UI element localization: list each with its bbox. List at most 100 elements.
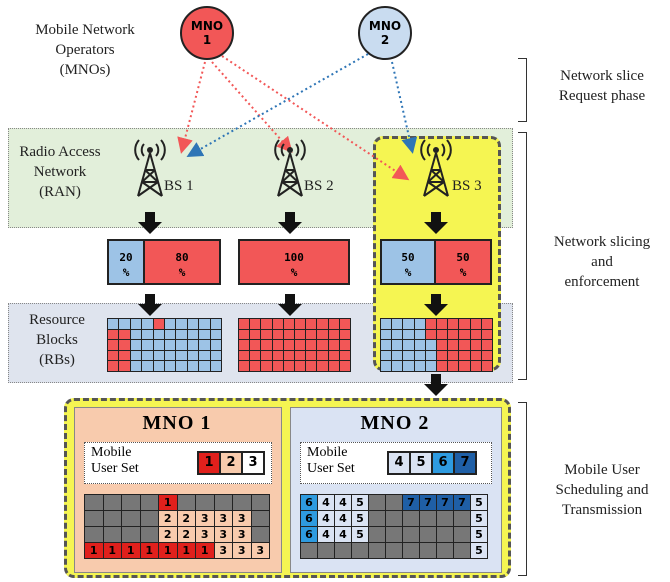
down-arrow-bs1-b xyxy=(138,294,162,316)
schedule-cell xyxy=(102,526,122,543)
schedule-cell: 1 xyxy=(139,542,159,559)
schedule-cell: 1 xyxy=(121,542,141,559)
down-arrows xyxy=(138,212,448,396)
mno1-to-bs3-arrow xyxy=(221,55,410,181)
schedule-cell: 4 xyxy=(317,526,335,543)
bs2-label: BS 2 xyxy=(304,178,334,194)
schedule-cell xyxy=(368,526,386,543)
user-1-chip: 1 xyxy=(199,453,221,473)
schedule-cell: 3 xyxy=(232,510,252,527)
schedule-cell: 5 xyxy=(470,542,488,559)
schedule-cell xyxy=(84,526,104,543)
schedule-cell xyxy=(436,510,454,527)
schedule-cell xyxy=(453,542,471,559)
schedule-cell xyxy=(102,494,122,511)
schedule-cell xyxy=(84,510,104,527)
schedule-cell xyxy=(250,510,270,527)
schedule-cell xyxy=(453,510,471,527)
schedule-cell xyxy=(121,526,141,543)
resource-block xyxy=(209,360,222,372)
down-arrow-bs3-b xyxy=(424,294,448,316)
schedule-cell xyxy=(176,494,196,511)
schedule-cell: 4 xyxy=(317,510,335,527)
user-7-chip: 7 xyxy=(455,453,475,473)
schedule-cell xyxy=(250,494,270,511)
schedule-cell: 3 xyxy=(232,526,252,543)
schedule-cell xyxy=(402,542,420,559)
schedule-cell: 5 xyxy=(351,494,369,511)
mno2-to-bs3-arrow xyxy=(391,61,418,154)
schedule-cell: 1 xyxy=(84,542,104,559)
tower-icon-bs2 xyxy=(274,139,306,197)
schedule-cell xyxy=(213,494,233,511)
schedule-cell xyxy=(368,510,386,527)
slice-bs3-mno2: 50% xyxy=(380,239,436,285)
schedule-cell: 2 xyxy=(176,510,196,527)
schedule-cell: 1 xyxy=(176,542,196,559)
schedule-cell xyxy=(121,510,141,527)
schedule-cell: 3 xyxy=(232,542,252,559)
slice-bs1-mno1: 80% xyxy=(143,239,221,285)
resource-block xyxy=(338,360,351,372)
schedule-cell: 6 xyxy=(300,510,318,527)
schedule-cell: 1 xyxy=(195,542,215,559)
schedule-cell: 3 xyxy=(213,542,233,559)
mno2-title: MNO 2 xyxy=(360,412,430,434)
bs1-label: BS 1 xyxy=(164,178,194,194)
schedule-cell xyxy=(139,494,159,511)
schedule-cell xyxy=(121,494,141,511)
schedule-cell: 3 xyxy=(213,510,233,527)
schedule-cell: 7 xyxy=(453,494,471,511)
user-5-chip: 5 xyxy=(411,453,433,473)
schedule-cell: 1 xyxy=(158,494,178,511)
schedule-cell xyxy=(300,542,318,559)
phase1-brace xyxy=(518,58,527,122)
schedule-cell xyxy=(139,526,159,543)
user-3-chip: 3 xyxy=(243,453,263,473)
schedule-cell: 7 xyxy=(436,494,454,511)
schedule-cell xyxy=(385,526,403,543)
user-6-chip: 6 xyxy=(433,453,455,473)
schedule-cell: 3 xyxy=(213,526,233,543)
schedule-cell: 4 xyxy=(334,510,352,527)
schedule-cell xyxy=(351,542,369,559)
resource-block xyxy=(480,360,493,372)
schedule-cell xyxy=(385,494,403,511)
schedule-cell xyxy=(402,526,420,543)
schedule-cell xyxy=(368,494,386,511)
phase2-brace xyxy=(518,132,527,380)
down-arrow-bs3-a xyxy=(424,212,448,234)
mno1-to-bs1-arrow xyxy=(177,61,206,154)
user-2-chip: 2 xyxy=(221,453,243,473)
schedule-cell: 5 xyxy=(470,526,488,543)
schedule-cell: 4 xyxy=(334,526,352,543)
down-arrow-bs1-a xyxy=(138,212,162,234)
schedule-cell xyxy=(250,526,270,543)
slice-bs3-mno1: 50% xyxy=(434,239,492,285)
tower-icon-bs1 xyxy=(134,139,166,197)
schedule-cell: 1 xyxy=(102,542,122,559)
down-arrow-bs2-b xyxy=(278,294,302,316)
schedule-cell xyxy=(195,494,215,511)
schedule-cell: 5 xyxy=(351,526,369,543)
down-arrow-to-scheduling xyxy=(424,374,448,396)
schedule-cell xyxy=(84,494,104,511)
schedule-cell xyxy=(419,510,437,527)
schedule-cell xyxy=(385,510,403,527)
schedule-cell: 7 xyxy=(402,494,420,511)
schedule-cell: 3 xyxy=(195,526,215,543)
schedule-cell xyxy=(453,526,471,543)
schedule-cell: 2 xyxy=(158,526,178,543)
down-arrow-bs2-a xyxy=(278,212,302,234)
schedule-cell: 3 xyxy=(195,510,215,527)
schedule-cell: 6 xyxy=(300,494,318,511)
